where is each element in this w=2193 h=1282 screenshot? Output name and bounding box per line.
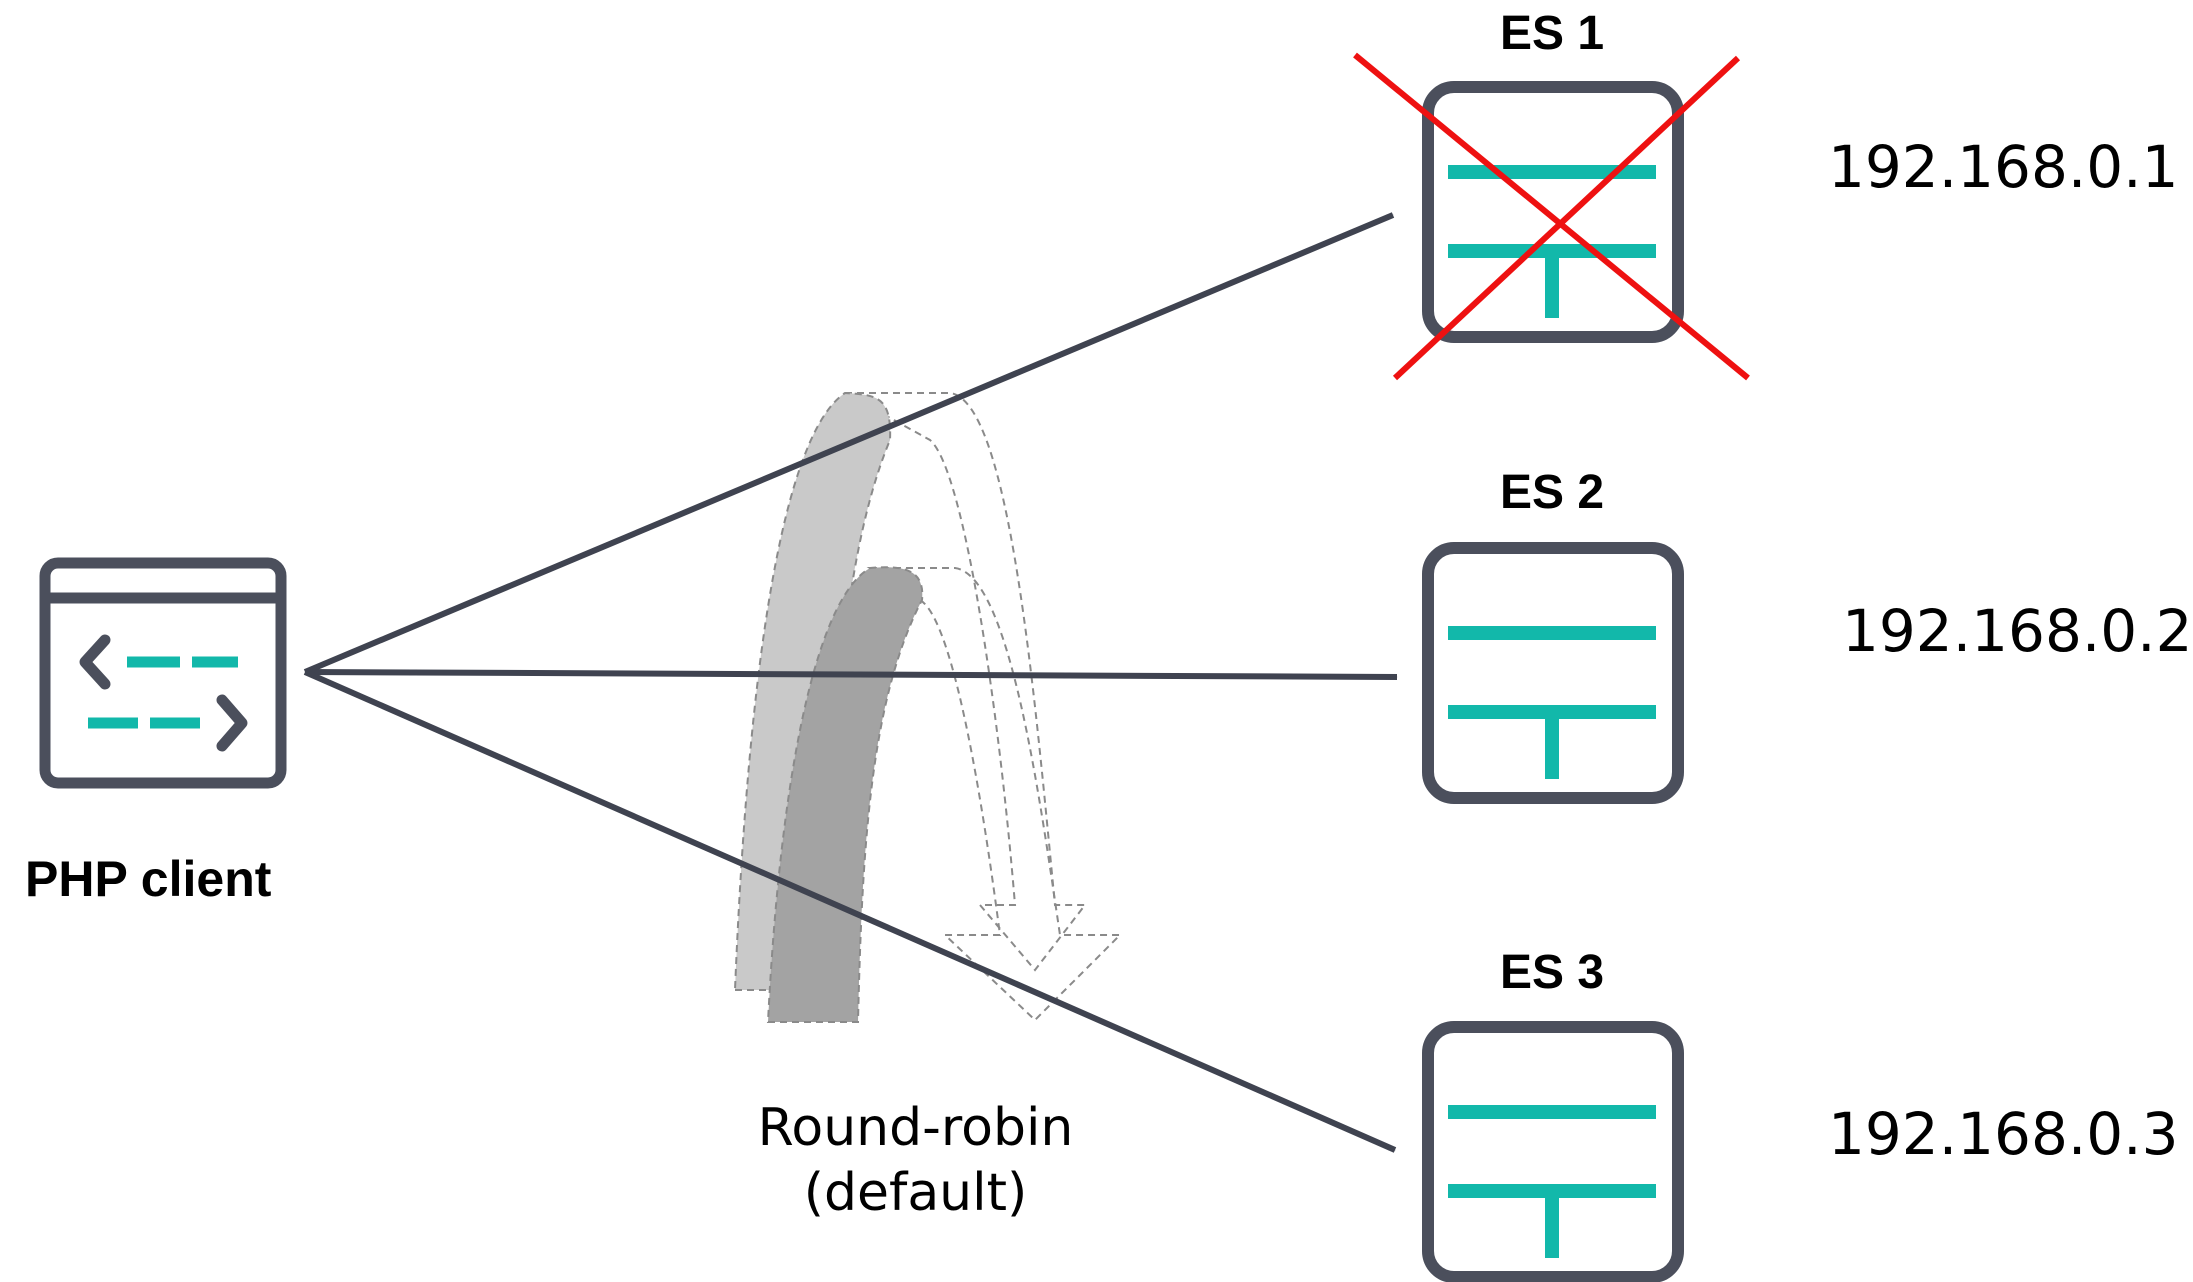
es1-ip-address: 192.168.0.1 bbox=[1828, 133, 2179, 201]
failed-cross-icon bbox=[1353, 52, 1750, 381]
strategy-label: Round-robin bbox=[757, 1098, 1074, 1158]
client-label: PHP client bbox=[25, 851, 272, 907]
es1-label: ES 1 bbox=[1500, 7, 1605, 60]
es3-label: ES 3 bbox=[1500, 946, 1605, 999]
arrow-to-es3 bbox=[303, 669, 1397, 1153]
strategy-default-note: (default) bbox=[803, 1163, 1028, 1223]
es3-ip-address: 192.168.0.3 bbox=[1828, 1100, 2179, 1168]
arrow-to-es1 bbox=[303, 212, 1395, 675]
es2-ip-address: 192.168.0.2 bbox=[1842, 597, 2193, 665]
es1-node-icon bbox=[1422, 81, 1684, 343]
es2-node-icon bbox=[1422, 542, 1684, 804]
arrow-to-es2 bbox=[304, 669, 1398, 680]
es3-node-icon bbox=[1422, 1021, 1684, 1282]
request-arrows bbox=[303, 212, 1398, 1153]
es2-label: ES 2 bbox=[1500, 466, 1605, 519]
round-robin-rotation-icon bbox=[733, 391, 1123, 1023]
code-window-icon bbox=[39, 557, 287, 789]
